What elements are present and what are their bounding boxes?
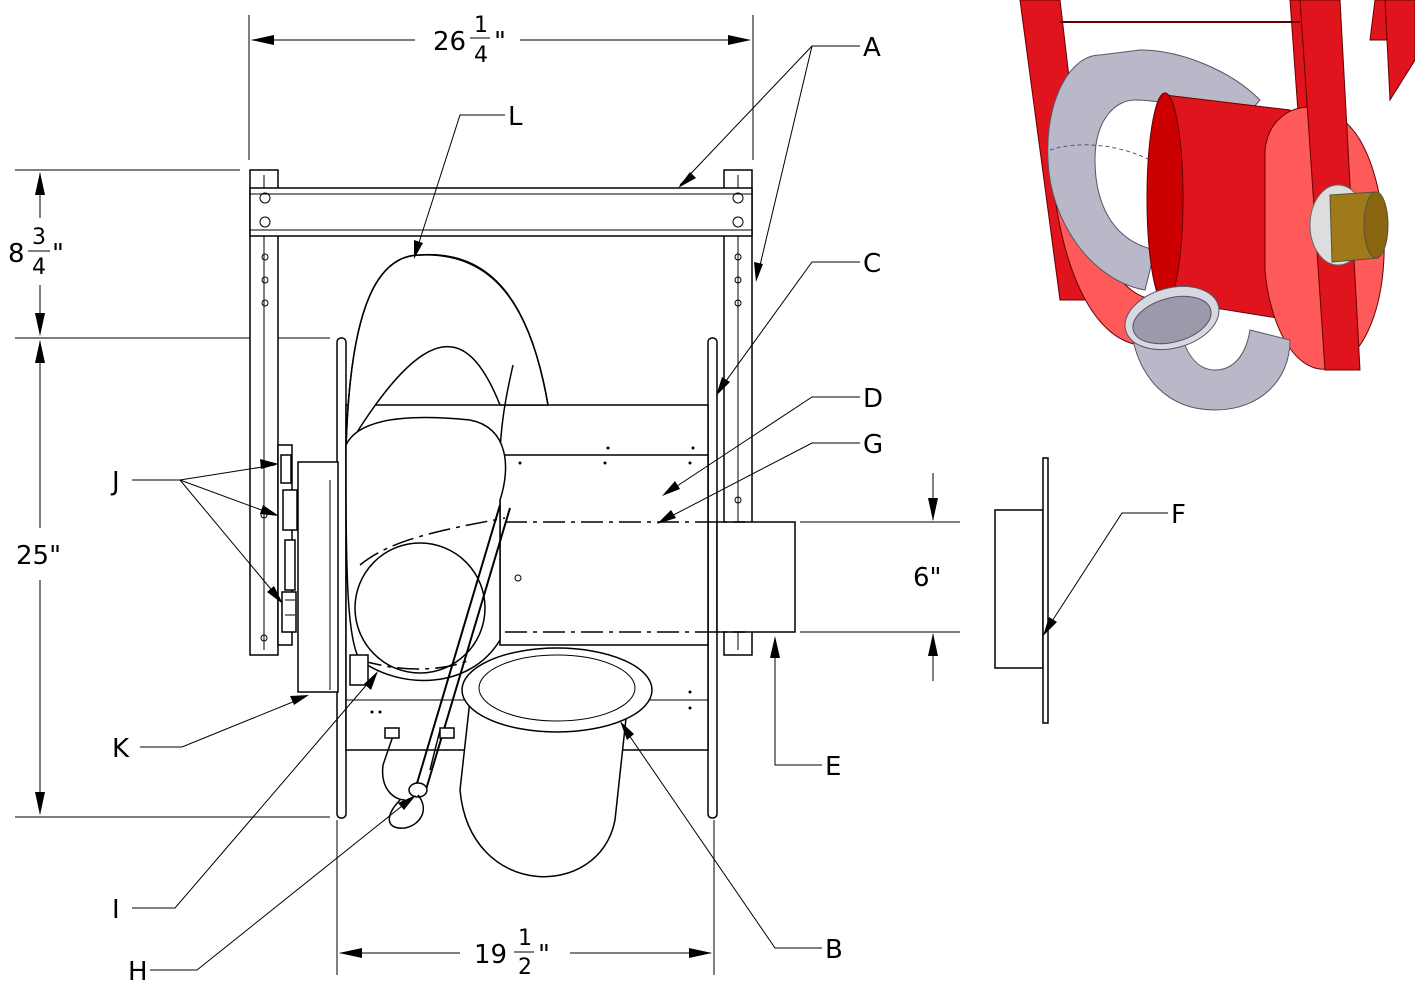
callout-b: B (825, 935, 843, 965)
callout-d: D (863, 384, 883, 414)
dim-bottom-width-whole: 19 (474, 940, 507, 970)
dimension-inlet-diameter: 6" (800, 473, 960, 681)
dimension-height: 25" (15, 340, 330, 818)
callout-leaders (132, 45, 1168, 971)
dim-bottom-width-unit: " (538, 940, 550, 970)
dimension-top-width: 26 1 4 " (248, 13, 754, 160)
dim-top-height-den: 4 (32, 255, 46, 280)
callout-j: J (110, 467, 120, 497)
callout-c: C (863, 249, 881, 279)
flange-side-view (994, 457, 1049, 724)
callout-h: H (128, 957, 148, 987)
callout-labels: A L C D G F E B J K I H (110, 33, 1186, 987)
dim-top-width-unit: " (494, 27, 506, 57)
callout-e: E (825, 752, 841, 782)
dim-top-width-whole: 26 (433, 27, 466, 57)
dim-top-height-unit: " (52, 239, 64, 269)
dim-top-height-num: 3 (32, 225, 46, 250)
dimension-top-height: 8 3 4 " (8, 169, 330, 339)
callout-g: G (863, 430, 883, 460)
dim-height-label: 25" (16, 541, 61, 571)
dim-top-width-den: 4 (474, 43, 488, 68)
callout-f: F (1171, 500, 1186, 530)
callout-a: A (863, 33, 881, 63)
callout-i: I (112, 895, 120, 925)
dim-bottom-width-den: 2 (518, 955, 532, 980)
dim-inlet-label: 6" (913, 563, 942, 593)
reel-3d-render (1019, 0, 1415, 411)
crank-handle (349, 504, 511, 829)
callout-l: L (508, 102, 523, 132)
dim-top-height-whole: 8 (8, 239, 25, 269)
dimension-bottom-width: 19 1 2 " (336, 820, 715, 980)
hose-duct (345, 253, 745, 878)
callout-k: K (112, 734, 130, 764)
dim-bottom-width-num: 1 (518, 926, 532, 951)
dim-top-width-num: 1 (474, 13, 488, 38)
mounting-bracket (249, 169, 753, 656)
latch-assembly (277, 444, 298, 646)
